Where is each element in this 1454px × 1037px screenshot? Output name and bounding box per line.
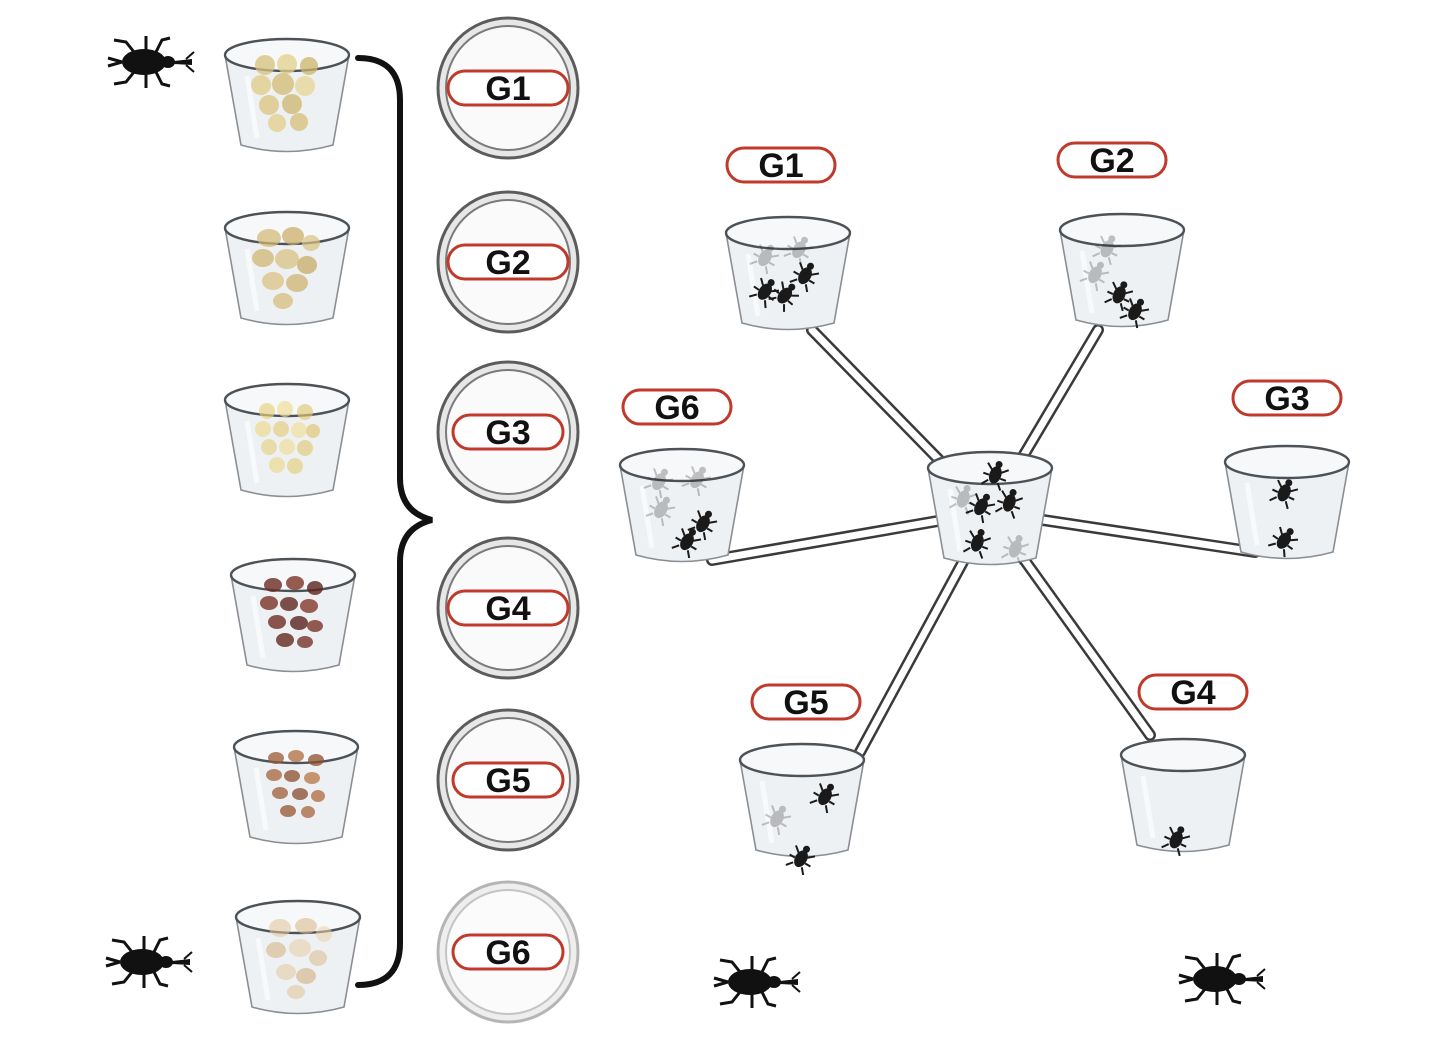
arena-label-box	[1231, 379, 1343, 417]
dish-label: G3	[485, 414, 530, 452]
grain-cup-g6	[236, 901, 360, 1014]
dish-label: G4	[485, 590, 530, 628]
arena-cup-g4	[1121, 739, 1245, 858]
grain-cup-g3	[225, 384, 349, 497]
petri-dish-g6: G6	[436, 880, 580, 1024]
grain-cups-column	[225, 39, 360, 1014]
petri-dish-g5: G5	[436, 708, 580, 852]
dish-label-box	[446, 69, 570, 107]
arena-label-g1: G1	[725, 146, 837, 185]
weevil-icon	[1177, 951, 1267, 1007]
dish-label: G2	[485, 244, 530, 282]
arena-label-box	[750, 683, 862, 721]
arena-label-g4: G4	[1137, 673, 1249, 712]
arena-cup-g2	[1060, 214, 1184, 330]
petri-dish-g1: G1	[436, 16, 580, 160]
grain-cup-g4	[231, 559, 355, 672]
weevil-icon	[106, 34, 196, 90]
arena-label-g2: G2	[1056, 141, 1168, 180]
curly-brace	[355, 55, 433, 988]
arena-label-box	[1056, 141, 1168, 179]
petri-dish-g2: G2	[436, 190, 580, 334]
dish-label: G6	[485, 934, 530, 972]
arena-cup-g1	[726, 217, 850, 330]
weevil-icon	[712, 954, 802, 1010]
arena-label: G3	[1264, 380, 1309, 418]
grain-cup-g1	[225, 39, 349, 152]
weevil-icon	[104, 934, 194, 990]
arena-cup-g6	[620, 449, 744, 562]
grain-cup-g2	[225, 212, 349, 325]
arena-label-box	[1137, 673, 1249, 711]
petri-dish-column: G1 G2 G3 G4 G5 G6	[436, 16, 580, 1024]
arena-label-box	[621, 388, 733, 426]
arena-label-box	[725, 146, 837, 184]
arena-label: G5	[783, 684, 828, 722]
dish-label: G5	[485, 762, 530, 800]
petri-dish-g4: G4	[436, 536, 580, 680]
arena-label: G4	[1170, 674, 1215, 712]
grain-cup-g5	[234, 731, 358, 844]
dish-label-box	[446, 243, 570, 281]
dish-label-box	[446, 589, 570, 627]
dish-label-box	[451, 413, 565, 451]
arena-label: G2	[1089, 142, 1134, 180]
arena-label: G1	[758, 147, 803, 185]
arena-label-g5: G5	[750, 683, 862, 722]
choice-arena: G1 G2 G3 G4 G5 G6	[620, 141, 1349, 877]
arena-label-g6: G6	[621, 388, 733, 427]
arena-cup-g5	[740, 744, 864, 877]
dish-label-box	[451, 933, 565, 971]
dish-label: G1	[485, 70, 530, 108]
dish-label-box	[451, 761, 565, 799]
petri-dish-g3: G3	[436, 360, 580, 504]
arena-cup-g3	[1225, 446, 1349, 559]
arena-label-g3: G3	[1231, 379, 1343, 418]
arena-label: G6	[654, 389, 699, 427]
central-release-cup	[928, 452, 1052, 565]
